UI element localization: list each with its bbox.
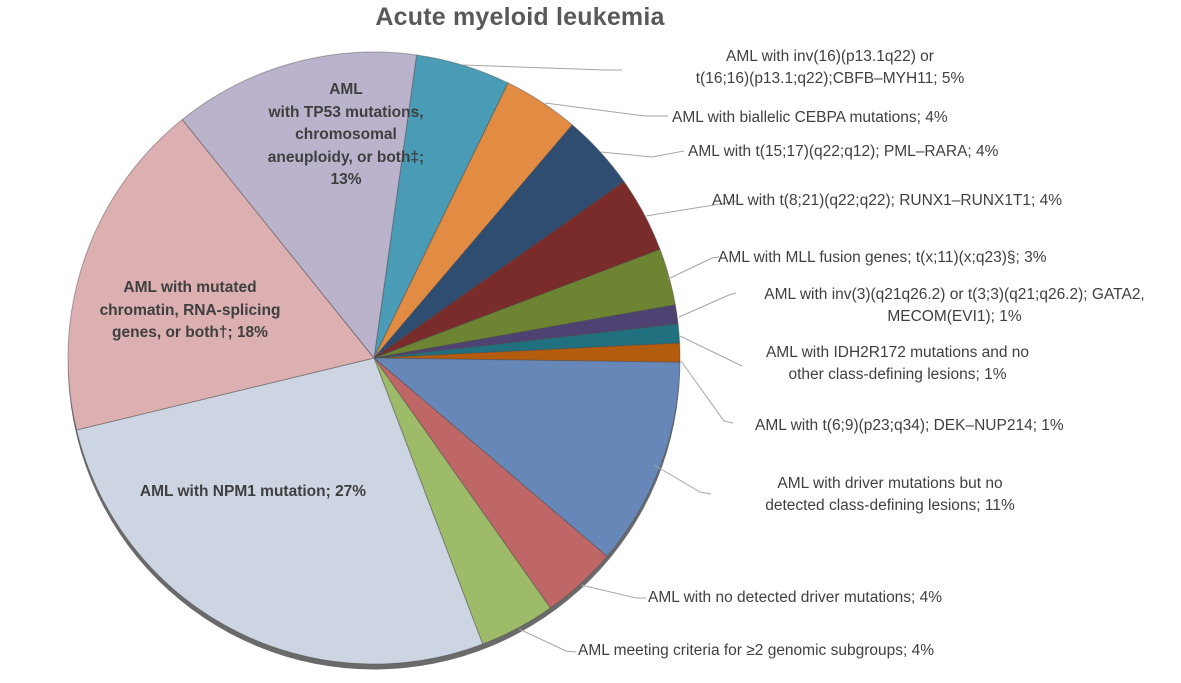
slice-label-inv3: AML with inv(3)(q21q26.2) or t(3;3)(q21;…: [764, 286, 1145, 325]
chart-title: Acute myeloid leukemia: [375, 3, 665, 31]
leader-line: [600, 150, 685, 158]
leader-line: [645, 200, 738, 217]
pie-slice-9: [373, 357, 608, 609]
pie-slice-10: [373, 357, 552, 645]
pie-slice-3: [373, 180, 661, 359]
slice-label-tp53: AML with TP53 mutations, chromosomal ane…: [267, 81, 425, 188]
slice-label-inv16: AML with inv(16)(p13.1q22) or t(16;16)(p…: [695, 48, 965, 87]
slice-label-driver-mutations: AML with driver mutations but no detecte…: [765, 475, 1015, 514]
pie-slice-4: [373, 248, 676, 359]
slice-label-cebpa: AML with biallelic CEBPA mutations; 4%: [672, 109, 948, 126]
slice-label-no-driver: AML with no detected driver mutations; 4…: [648, 589, 943, 606]
pie-slice-1: [373, 82, 574, 359]
leader-line: [680, 360, 734, 424]
pie-slice-6: [373, 323, 681, 359]
slice-label-chromatin: AML with mutated chromatin, RNA-splicing…: [99, 279, 281, 341]
pie-slices: [67, 51, 681, 665]
slice-label-2-subgroups: AML meeting criteria for ≥2 genomic subg…: [578, 642, 934, 659]
leader-line: [580, 584, 646, 599]
pie-slice-11: [75, 357, 484, 665]
leader-line: [462, 64, 622, 71]
slice-label-npm1: AML with NPM1 mutation; 27%: [139, 483, 367, 500]
leader-line: [653, 464, 712, 495]
pie-slice-13: [181, 51, 418, 360]
slice-label-mll: AML with MLL fusion genes; t(x;11)(x;q23…: [718, 249, 1047, 266]
leader-line: [679, 335, 743, 367]
leader-line: [544, 102, 668, 117]
slice-label-t6-9: AML with t(6;9)(p23;q34); DEK–NUP214; 1%: [755, 417, 1064, 434]
leader-line: [667, 256, 720, 280]
leader-line: [678, 292, 737, 318]
slice-label-t15-17: AML with t(15;17)(q22;q12); PML–RARA; 4%: [688, 143, 999, 160]
pie-slice-8: [372, 357, 681, 558]
leader-lines: [462, 64, 743, 653]
pie-slice-2: [373, 124, 625, 359]
pie-slice-12: [67, 118, 375, 431]
slice-label-idh2r172: AML with IDH2R172 mutations and no other…: [765, 344, 1030, 383]
pie-slice-5: [373, 304, 679, 359]
slice-label-t8-21: AML with t(8;21)(q22;q22); RUNX1–RUNX1T1…: [712, 192, 1063, 209]
leader-line: [518, 628, 577, 653]
pie-slice-7: [373, 342, 681, 363]
